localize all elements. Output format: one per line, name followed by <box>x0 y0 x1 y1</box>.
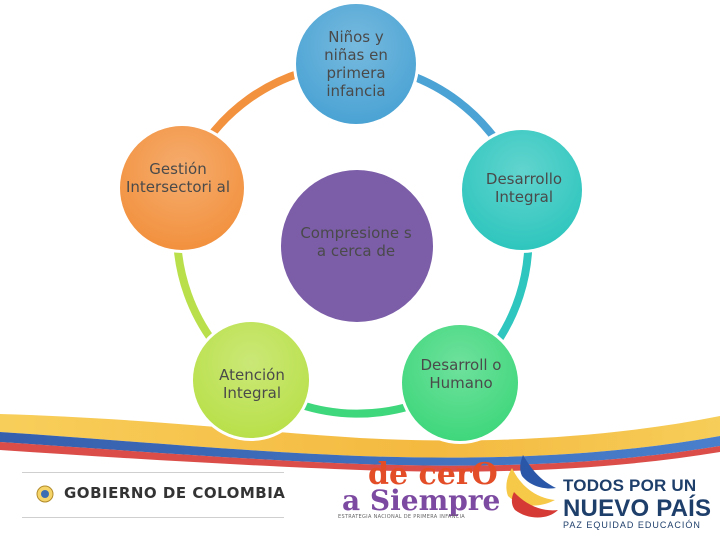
node-label-gestion: Gestión Intersectori al <box>125 160 231 196</box>
node-label-desarrollo-integral: Desarrollo Integral <box>485 170 563 206</box>
brand-line-2: NUEVO PAÍS <box>563 495 712 522</box>
gobierno-colombia-text: GOBIERNO DE COLOMBIA <box>64 484 286 502</box>
nuevo-pais-flame-icon <box>506 455 558 518</box>
node-label-desarrollo-humano: Desarroll o Humano <box>420 356 502 392</box>
colombia-coat-of-arms-icon <box>36 485 54 503</box>
node-ninos <box>293 1 419 127</box>
node-atencion <box>190 319 312 441</box>
node-shine-desarrollo-humano <box>402 325 518 441</box>
a-siempre-logo-bottom: a Siempre <box>342 484 501 517</box>
node-shine-gestion <box>120 126 244 250</box>
center-node-label: Compresione s a cerca de <box>300 224 412 260</box>
footer-swoosh <box>0 414 720 472</box>
program-tagline: ESTRATEGIA NACIONAL DE PRIMERA INFANCIA <box>338 514 465 520</box>
node-desarrollo-humano <box>399 322 521 444</box>
node-gestion <box>117 123 247 253</box>
center-node <box>281 170 433 322</box>
node-shine-ninos <box>296 4 416 124</box>
gobierno-colombia-box <box>22 472 284 518</box>
brand-line-1: TODOS POR UN <box>563 476 697 495</box>
node-shine-atencion <box>193 322 309 438</box>
node-shine-desarrollo-integral <box>462 130 582 250</box>
node-label-atencion: Atención Integral <box>219 366 285 402</box>
brand-line-3: PAZ EQUIDAD EDUCACIÓN <box>563 520 701 530</box>
de-cero-logo-top: de cerO <box>368 457 498 492</box>
node-label-ninos: Niños y niñas en primera infancia <box>324 28 388 100</box>
node-desarrollo-integral <box>459 127 585 253</box>
